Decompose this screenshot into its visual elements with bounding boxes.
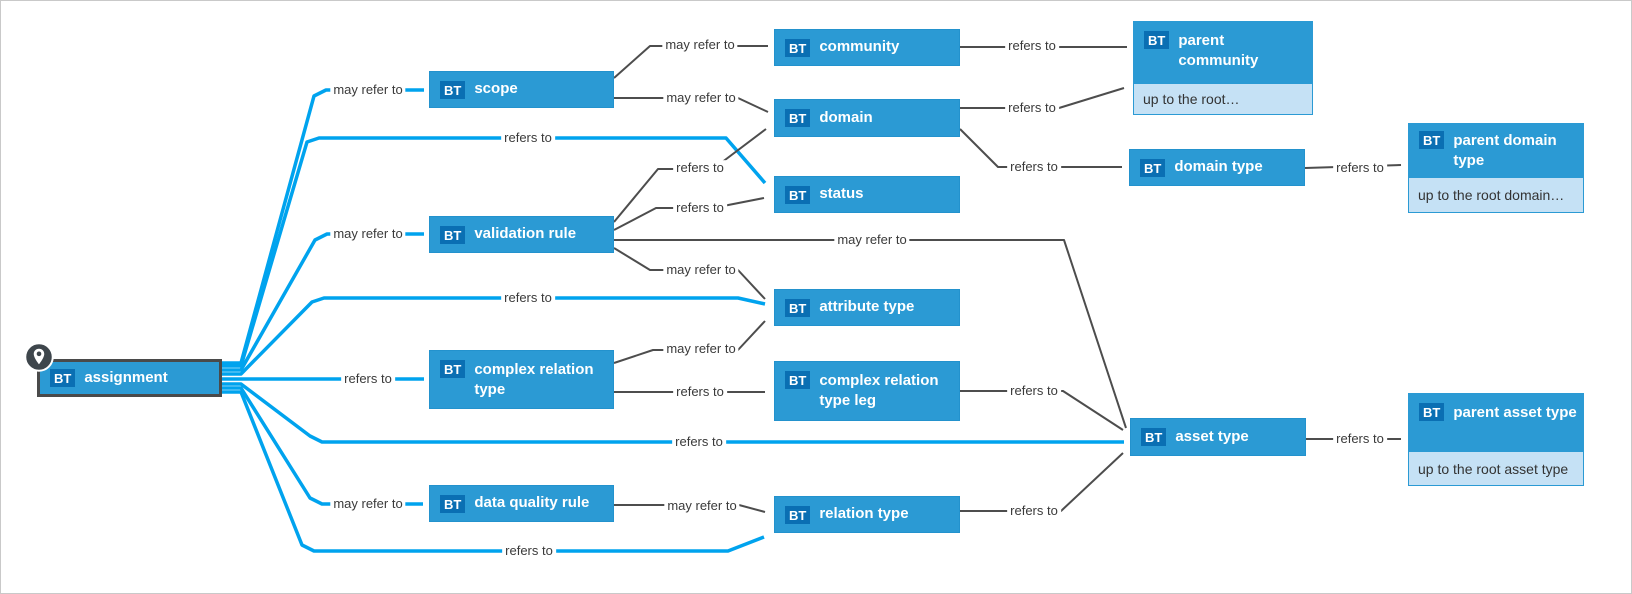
edge-leg-asset-type (960, 390, 1124, 431)
edge-label-assignment-scope: may refer to (330, 82, 406, 98)
edge-label-domain_type-parent_domain_type: refers to (1333, 160, 1387, 176)
node-label: relation type (819, 505, 909, 523)
node-label: domain type (1174, 158, 1263, 176)
bt-badge: BT (785, 371, 811, 389)
bt-badge: BT (785, 109, 811, 127)
bt-badge: BT (785, 505, 811, 524)
edge-label-community-parent_community: refers to (1005, 38, 1059, 54)
edge-label-complex_relation_type-attribute_type: may refer to (663, 341, 739, 357)
edge-label-validation_rule-domain: refers to (673, 160, 727, 176)
edge-label-scope-domain: may refer to (663, 90, 739, 106)
bt-badge: BT (1419, 131, 1445, 149)
edge-label-assignment-status: refers to (501, 130, 555, 146)
node-relation-type[interactable]: BT relation type (774, 496, 960, 533)
edge-label-assignment-relation_type: refers to (502, 543, 556, 559)
bt-badge: BT (440, 494, 466, 513)
node-parent-community[interactable]: BT parent community up to the root… (1133, 21, 1313, 115)
edge-label-asset_type-parent_asset_type: refers to (1333, 431, 1387, 447)
node-label: community (819, 38, 900, 56)
edge-label-data_quality_rule-relation_type: may refer to (664, 498, 740, 514)
edge-label-assignment-asset_type: refers to (672, 434, 726, 450)
edge-assignment-data-quality-rule (222, 386, 423, 506)
node-scope[interactable]: BT scope (429, 71, 614, 108)
edge-assignment-asset-type (222, 382, 1124, 444)
node-parent-asset-type[interactable]: BT parent asset type up to the root asset… (1408, 393, 1584, 486)
edge-domain-parent-community (960, 87, 1125, 109)
edge-label-assignment-attribute_type: refers to (501, 290, 555, 306)
edge-label-assignment-validation_rule: may refer to (330, 226, 406, 242)
bt-badge: BT (1141, 428, 1167, 446)
node-label: data quality rule (474, 494, 590, 512)
edge-validation-rule-asset-type (614, 239, 1127, 429)
node-label: scope (474, 80, 518, 98)
location-pin-icon (24, 342, 54, 372)
node-label: attribute type (819, 298, 915, 316)
node-community[interactable]: BT community (774, 29, 960, 66)
node-domain[interactable]: BT domain (774, 99, 960, 137)
node-label: parent domain type (1453, 132, 1557, 170)
node-parent-domain-type[interactable]: BT parent domain type up to the root doma… (1408, 123, 1584, 213)
node-label: status (819, 185, 864, 203)
node-label: parent asset type (1453, 404, 1577, 421)
node-asset-type[interactable]: BT asset type (1130, 418, 1306, 456)
node-label: validation rule (474, 225, 577, 243)
bt-badge: BT (1140, 158, 1166, 177)
edge-label-relation_type-asset_type: refers to (1007, 503, 1061, 519)
edge-label-validation_rule-asset_type: may refer to (834, 232, 910, 248)
bt-badge: BT (50, 369, 76, 387)
bt-badge: BT (785, 185, 811, 204)
node-label: complex relation type leg (819, 372, 939, 410)
bt-badge: BT (1419, 403, 1445, 421)
bt-badge: BT (785, 38, 811, 57)
edge-label-assignment-complex_relation_type: refers to (341, 371, 395, 387)
node-attribute-type[interactable]: BT attribute type (774, 289, 960, 326)
edge-label-assignment-data_quality_rule: may refer to (330, 496, 406, 512)
edge-label-domain-domain_type: refers to (1007, 159, 1061, 175)
bt-badge: BT (440, 225, 466, 244)
node-validation-rule[interactable]: BT validation rule (429, 216, 614, 253)
node-status[interactable]: BT status (774, 176, 960, 213)
bt-badge: BT (1144, 31, 1170, 49)
node-data-quality-rule[interactable]: BT data quality rule (429, 485, 614, 522)
edge-label-scope-community: may refer to (662, 37, 738, 53)
edge-assignment-validation-rule (222, 232, 424, 372)
node-subnote: up to the root… (1134, 84, 1312, 114)
edge-assignment-attribute-type (222, 296, 766, 376)
bt-badge: BT (440, 80, 466, 99)
node-domain-type[interactable]: BT domain type (1129, 149, 1305, 186)
edge-domain-domain-type (959, 128, 1122, 168)
node-label: parent community (1178, 32, 1259, 70)
node-label: assignment (84, 368, 168, 386)
edge-label-validation_rule-attribute_type: may refer to (663, 262, 739, 278)
node-label: asset type (1175, 427, 1249, 445)
edge-assignment-relation-type (222, 390, 765, 553)
bt-badge: BT (440, 360, 466, 378)
edge-label-validation_rule-status: refers to (673, 200, 727, 216)
edge-assignment-status (222, 136, 767, 368)
node-subnote: up to the root asset type (1409, 452, 1583, 485)
node-complex-relation-type[interactable]: BT complex relation type (429, 350, 614, 409)
bt-badge: BT (785, 298, 811, 317)
node-label: complex relation type (474, 361, 594, 399)
node-assignment[interactable]: BT assignment (37, 359, 222, 397)
node-subnote: up to the root domain… (1409, 178, 1583, 212)
edge-relation-type-asset-type (960, 452, 1124, 512)
node-complex-relation-type-leg[interactable]: BT complex relation type leg (774, 361, 960, 421)
edge-label-complex_relation_type_leg-asset_type: refers to (1007, 383, 1061, 399)
edge-label-complex_relation_type-complex_relation_type_leg: refers to (673, 384, 727, 400)
edge-label-domain-parent_community: refers to (1005, 100, 1059, 116)
node-label: domain (819, 108, 873, 126)
